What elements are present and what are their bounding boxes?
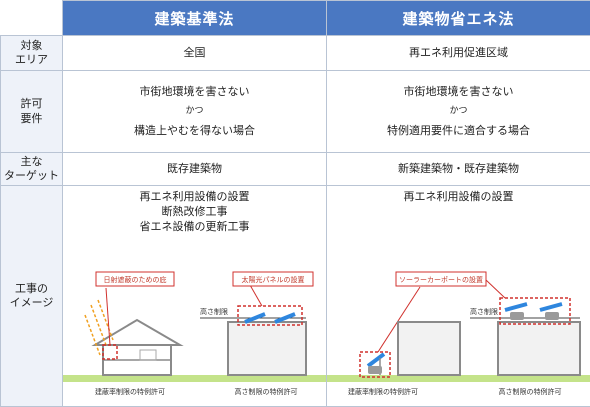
- image-right-text: 再エネ利用設備の設置: [327, 190, 590, 205]
- permit-right-line2: 特例適用要件に適合する場合: [387, 124, 530, 138]
- image-left-line3: 省エネ設備の更新工事: [139, 219, 250, 233]
- permit-left-and: かつ: [185, 105, 204, 116]
- image-left: 再エネ利用設備の設置 断熱改修工事 省エネ設備の更新工事: [62, 185, 327, 407]
- permit-left-line2: 構造上やむを得ない場合: [134, 124, 255, 138]
- image-right: 再エネ利用設備の設置: [326, 185, 590, 407]
- row-label-target: 主なターゲット: [0, 152, 63, 186]
- image-left-text: 再エネ利用設備の設置 断熱改修工事 省エネ設備の更新工事: [63, 190, 326, 235]
- row-label-permit: 許可要件: [0, 70, 63, 153]
- target-right: 新築建築物・既存建築物: [326, 152, 590, 186]
- permit-right: 市街地環境を害さない かつ 特例適用要件に適合する場合: [326, 70, 590, 153]
- area-right: 再エネ利用促進区域: [326, 35, 590, 71]
- area-left: 全国: [62, 35, 327, 71]
- header-energy-efficiency-act: 建築物省エネ法: [326, 0, 590, 36]
- target-left: 既存建築物: [62, 152, 327, 186]
- corner-cell: [0, 0, 63, 36]
- permit-right-line1: 市街地環境を害さない: [403, 85, 514, 99]
- header-building-standards-act: 建築基準法: [62, 0, 327, 36]
- permit-left: 市街地環境を害さない かつ 構造上やむを得ない場合: [62, 70, 327, 153]
- row-label-area: 対象エリア: [0, 35, 63, 71]
- permit-left-line1: 市街地環境を害さない: [139, 85, 250, 99]
- image-left-line2: 断熱改修工事: [161, 204, 228, 218]
- permit-right-and: かつ: [449, 105, 468, 116]
- row-label-image: 工事のイメージ: [0, 185, 63, 407]
- image-left-line1: 再エネ利用設備の設置: [139, 190, 250, 203]
- image-right-line1: 再エネ利用設備の設置: [403, 190, 514, 203]
